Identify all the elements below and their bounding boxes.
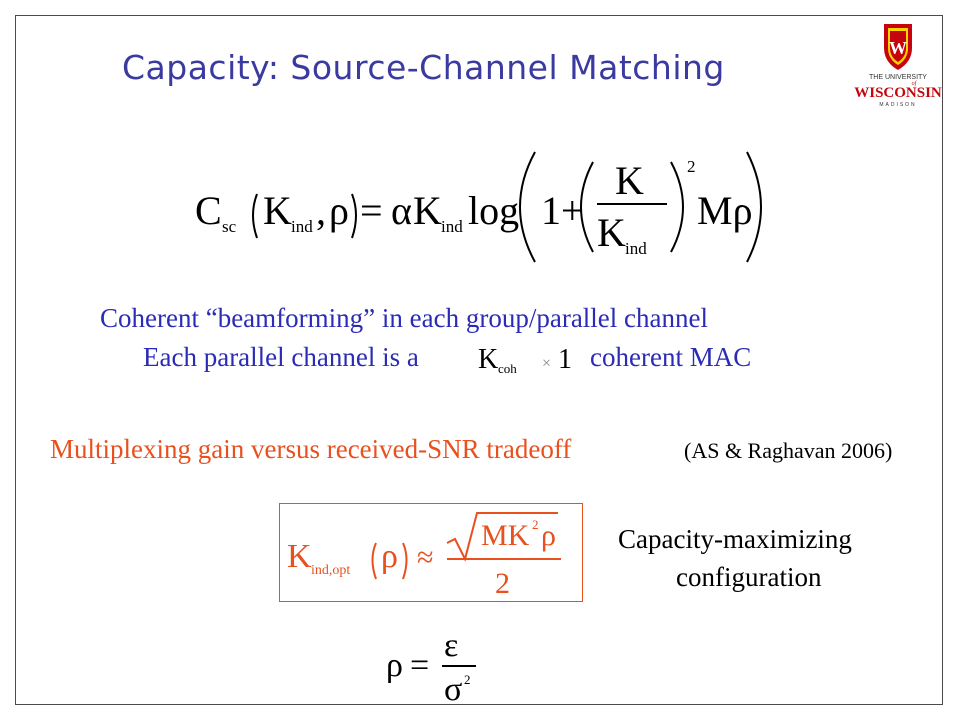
eq-arg-k: K (263, 188, 292, 233)
eq-frac-num: K (615, 158, 644, 203)
slide-title: Capacity: Source-Channel Matching (122, 48, 725, 87)
beamforming-line: Coherent “beamforming” in each group/par… (100, 303, 708, 333)
eq-arg-k-sub: ind (291, 217, 313, 236)
logo-line2: of (912, 80, 918, 87)
svg-text:W: W (889, 38, 907, 58)
eq-log: log (468, 188, 519, 233)
logo-line3: WISCONSIN (854, 85, 942, 101)
kcoh-one: 1 (558, 344, 572, 375)
uw-crest-icon: W (884, 24, 912, 70)
eq-equals: = (360, 188, 383, 233)
eq-lhs-c: C (195, 188, 222, 233)
slide-frame (15, 15, 943, 705)
optimal-k-box (279, 503, 583, 602)
university-logo: W THE UNIVERSITY of WISCONSIN MADISON (854, 24, 942, 108)
opt-k-sub: ind,opt (311, 563, 350, 578)
kcoh-times: × (542, 355, 551, 372)
eq-frac-den: K (597, 210, 626, 255)
kcoh-k: K (478, 344, 498, 375)
eq-arg-rho: ρ (329, 188, 349, 233)
equation-capacity: C sc K ind , ρ = α K ind log 1+ K K ind … (195, 151, 762, 263)
opt-k: K (287, 538, 312, 575)
eq-frac-den-sub: ind (625, 239, 647, 258)
parallel-channel-suffix: coherent MAC (590, 342, 752, 372)
eq-tail: Mρ (697, 188, 753, 233)
tradeoff-text: Multiplexing gain versus received-SNR tr… (50, 434, 572, 464)
logo-line1: THE UNIVERSITY (869, 74, 927, 81)
rho-symbol: ρ (386, 647, 403, 684)
caption-line2: configuration (676, 562, 822, 592)
opt-sqrt-power: 2 (532, 517, 539, 532)
kcoh-math: K coh × 1 (478, 344, 572, 376)
logo-line4: MADISON (879, 102, 916, 108)
eq-alpha: α (391, 188, 412, 233)
opt-denominator: 2 (495, 567, 510, 599)
opt-sqrt-rho: ρ (541, 519, 556, 552)
opt-rho: ρ (381, 538, 398, 575)
eq-lhs-sub: sc (222, 217, 237, 236)
rho-den-power: 2 (464, 672, 471, 687)
kcoh-sub: coh (498, 361, 517, 376)
rho-denominator: σ (444, 671, 462, 708)
citation: (AS & Raghavan 2006) (684, 438, 893, 463)
eq-k-sub: ind (441, 217, 463, 236)
opt-sqrt-mk: MK (481, 519, 530, 552)
opt-approx: ≈ (417, 541, 433, 574)
caption-line1: Capacity-maximizing (618, 524, 852, 554)
eq-arg-sep: , (316, 188, 326, 233)
equation-optimal-k: K ind,opt ρ ≈ MK 2 ρ 2 (287, 512, 561, 599)
equation-rho: ρ = ε σ 2 (386, 627, 476, 708)
rho-numerator: ε (444, 627, 458, 664)
rho-equals: = (410, 647, 429, 684)
eq-power: 2 (687, 157, 696, 176)
eq-k: K (413, 188, 442, 233)
eq-one-plus: 1+ (541, 188, 584, 233)
parallel-channel-prefix: Each parallel channel is a (143, 342, 419, 372)
